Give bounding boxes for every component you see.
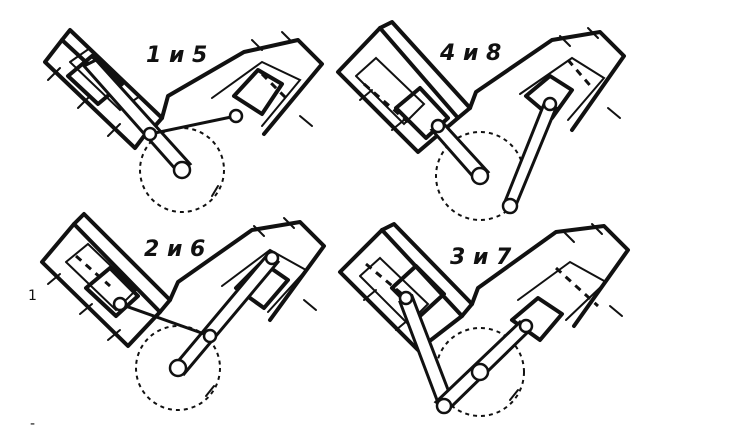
right-piston <box>510 266 600 342</box>
connecting-rods <box>112 250 281 378</box>
panel-label: 3 и 7 <box>450 245 512 270</box>
crank-pin <box>501 197 519 215</box>
panel-label: 1 и 5 <box>146 43 207 68</box>
crank-pin <box>470 362 490 382</box>
crank-pin <box>470 166 490 186</box>
panel-3-and-7: 3 и 7 <box>338 222 630 417</box>
crank-pin <box>435 397 453 415</box>
piston-pin <box>264 250 280 266</box>
piston-pin <box>112 296 128 312</box>
connecting-rods <box>81 58 244 180</box>
panel-label: 2 и 6 <box>144 237 205 262</box>
panel-2-and-6: 2 и 6 <box>40 212 326 411</box>
panel-1-and-5: 1 и 5 <box>43 28 324 213</box>
panel-label: 4 и 8 <box>439 41 501 66</box>
crank-circle <box>135 325 221 411</box>
margin-mark: 1 <box>28 288 37 304</box>
right-cylinder <box>160 31 324 136</box>
right-piston <box>232 68 288 116</box>
piston-pin <box>430 118 446 134</box>
crank-pin <box>168 358 188 378</box>
right-cylinder <box>470 223 630 328</box>
piston-pin <box>202 328 218 344</box>
right-cylinder <box>168 217 326 322</box>
left-cylinder <box>338 222 474 352</box>
right-piston <box>524 59 596 120</box>
margin-mark: - <box>30 416 35 432</box>
connecting-rods <box>398 290 534 415</box>
panel-4-and-8: 4 и 8 <box>336 20 626 221</box>
connecting-rods <box>429 96 558 215</box>
piston-pin <box>518 318 534 334</box>
piston-pin <box>142 126 158 142</box>
right-cylinder <box>468 27 626 132</box>
left-piston <box>363 82 450 140</box>
piston-pin <box>542 96 558 112</box>
crank-pin <box>172 160 192 180</box>
piston-pin <box>398 290 414 306</box>
crank-circle <box>139 127 225 213</box>
piston-pin <box>228 108 244 124</box>
left-piston <box>75 254 140 318</box>
left-cylinder <box>40 212 172 348</box>
